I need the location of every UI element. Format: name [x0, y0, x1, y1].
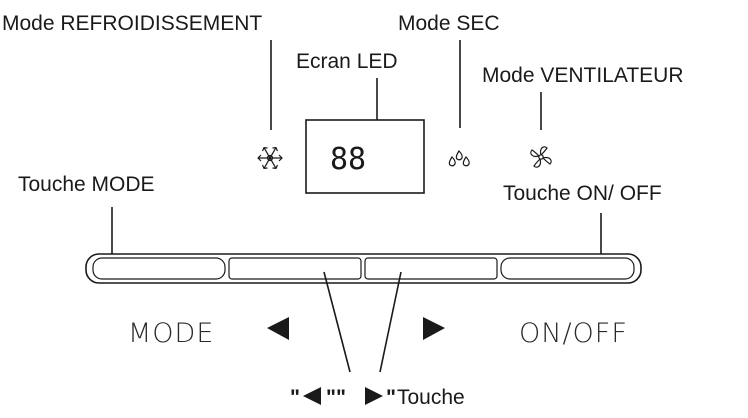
snowflake-icon: [257, 146, 283, 170]
water-drops-icon: [448, 150, 470, 167]
arrow-keys-left-icon: [303, 387, 321, 405]
leader-left-arrow: [323, 271, 351, 373]
label-mode-cooling: Mode REFROIDISSEMENT: [2, 12, 262, 35]
panel-label-mode: MODE: [128, 318, 214, 349]
leader-right-arrow: [379, 271, 402, 373]
led-digits: 88: [330, 142, 366, 177]
left-triangle-icon: [267, 317, 289, 340]
right-arrow-button[interactable]: [364, 257, 498, 280]
led-screen: [305, 119, 425, 194]
button-strip: [85, 253, 642, 284]
arrow-keys-right-icon: [365, 387, 383, 405]
left-arrow-button[interactable]: [228, 257, 362, 280]
label-mode-fan: Mode VENTILATEUR: [482, 64, 684, 87]
panel-label-onoff: ON/OFF: [519, 318, 628, 349]
onoff-button[interactable]: [500, 257, 635, 280]
button-strip-outer: [85, 253, 642, 284]
mode-button[interactable]: [92, 257, 226, 280]
arrow-keys-word: Touche: [397, 386, 465, 409]
label-led-screen: Ecran LED: [296, 50, 398, 73]
label-onoff-button: Touche ON/ OFF: [503, 182, 662, 205]
arrow-keys-quote-open: ": [290, 386, 300, 409]
arrow-keys-quote-close: ": [386, 386, 396, 409]
label-arrow-keys: " "" " Touche: [290, 386, 465, 409]
label-mode-dry: Mode SEC: [398, 12, 500, 35]
right-triangle-icon: [423, 317, 445, 340]
fan-icon: [530, 146, 552, 168]
label-mode-button: Touche MODE: [18, 173, 155, 196]
arrow-keys-quote-mid: "": [326, 386, 346, 409]
